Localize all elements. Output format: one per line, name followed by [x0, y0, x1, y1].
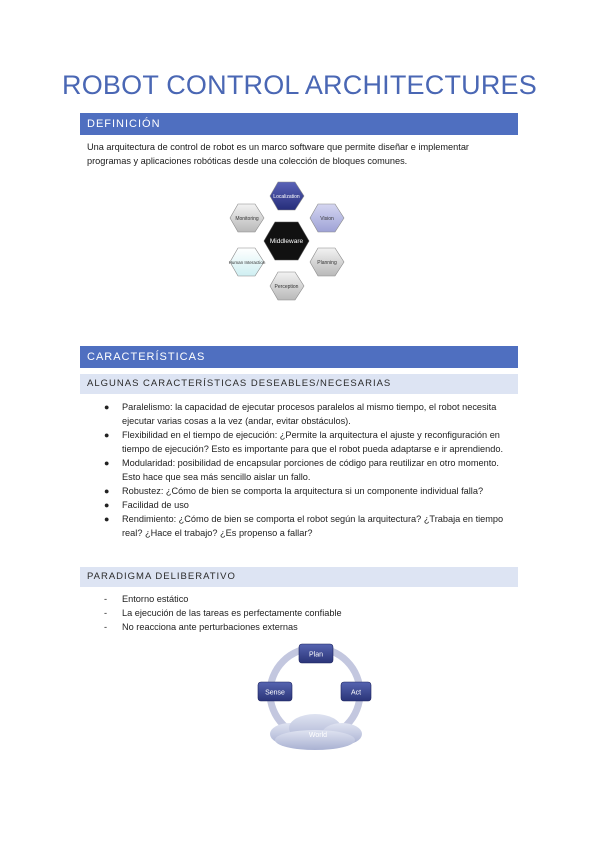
bullet-icon: ●	[104, 458, 110, 468]
puzzle-piece-vision	[309, 203, 345, 233]
world-label: World	[309, 732, 327, 739]
list-item: -La ejecución de las tareas es perfectam…	[104, 608, 342, 618]
puzzle-label-vision: Vision	[320, 216, 334, 222]
list-item: ●Rendimiento: ¿Cómo de bien se comporta …	[104, 514, 504, 538]
section-heading-definicion: DEFINICIÓN	[80, 113, 518, 135]
puzzle-piece-middleware	[263, 221, 310, 261]
subheading-deliberativo: PARADIGMA DELIBERATIVO	[80, 567, 518, 587]
puzzle-label-localization: Localization	[273, 194, 300, 200]
puzzle-piece-planning	[309, 247, 345, 277]
list-item: -Entorno estático	[104, 594, 189, 604]
plan-label: Plan	[309, 652, 323, 659]
bullet-icon: ●	[104, 402, 110, 412]
caracteristicas-list: ●Paralelismo: la capacidad de ejecutar p…	[100, 400, 510, 540]
puzzle-label-human-interaction: Human Interaction	[229, 260, 266, 265]
definicion-text: Una arquitectura de control de robot es …	[87, 142, 469, 166]
act-node	[340, 681, 372, 702]
bullet-icon: ●	[104, 500, 110, 510]
page-title: ROBOT CONTROL ARCHITECTURES	[62, 70, 537, 100]
list-item: ●Flexibilidad en el tiempo de ejecución:…	[104, 430, 504, 454]
world-cloud	[270, 714, 362, 750]
subheading-caracteristicas: ALGUNAS CARACTERÍSTICAS DESEABLES/NECESA…	[80, 374, 518, 394]
puzzle-piece-localization	[269, 181, 305, 211]
bullet-icon: ●	[104, 514, 110, 524]
bullet-icon: ●	[104, 486, 110, 496]
puzzle-label-monitoring: Monitoring	[235, 216, 259, 222]
middleware-puzzle-diagram: Middleware Localization Vision Planning …	[229, 181, 345, 301]
list-item: -No reacciona ante perturbaciones extern…	[104, 622, 298, 632]
sense-plan-act-diagram: World Plan Act Sense	[257, 643, 372, 750]
list-item: ●Facilidad de uso	[104, 500, 189, 510]
sense-label: Sense	[265, 690, 285, 697]
deliberativo-list: -Entorno estático -La ejecución de las t…	[100, 592, 510, 634]
list-item: ●Robustez: ¿Cómo de bien se comporta la …	[104, 486, 484, 496]
bullet-icon: ●	[104, 430, 110, 440]
list-item: ●Paralelismo: la capacidad de ejecutar p…	[104, 402, 497, 426]
puzzle-label-perception: Perception	[275, 284, 299, 290]
list-item: ●Modularidad: posibilidad de encapsular …	[104, 458, 499, 482]
puzzle-piece-perception	[269, 271, 305, 301]
plan-node	[298, 643, 334, 664]
sense-node	[257, 681, 293, 702]
puzzle-piece-monitoring	[229, 203, 265, 233]
puzzle-label-planning: Planning	[317, 260, 337, 266]
puzzle-piece-human-interaction	[229, 247, 265, 277]
puzzle-center-label: Middleware	[270, 238, 304, 245]
section-heading-caracteristicas: CARACTERÍSTICAS	[80, 346, 518, 368]
act-label: Act	[351, 690, 361, 697]
